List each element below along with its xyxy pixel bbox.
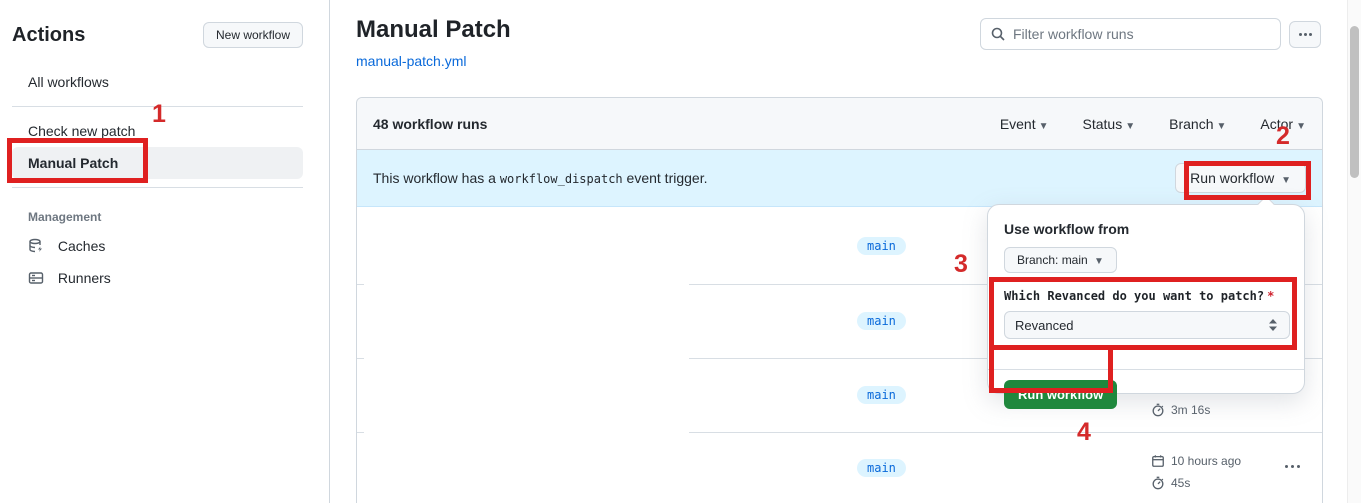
run-row-kebab-button[interactable] <box>1285 465 1300 468</box>
branch-badge[interactable]: main <box>857 386 906 404</box>
sidebar-item-manual-patch[interactable]: Manual Patch <box>7 147 303 179</box>
run-time-ago: 10 hours ago <box>1171 454 1242 468</box>
active-indicator-bar <box>7 153 11 173</box>
run-duration: 45s <box>1171 476 1191 490</box>
status-filter-dropdown[interactable]: Status▼ <box>1082 115 1136 132</box>
code-workflow-dispatch: workflow_dispatch <box>499 172 623 186</box>
updown-chevrons-icon <box>1267 318 1279 332</box>
branch-badge[interactable]: main <box>857 236 906 255</box>
vertical-scrollbar <box>1347 0 1361 503</box>
sidebar-item-all-workflows[interactable]: All workflows <box>12 66 303 98</box>
runners-icon <box>28 270 44 286</box>
select-value: Revanced <box>1015 317 1074 333</box>
sidebar-item-label: Manual Patch <box>28 155 119 171</box>
more-options-button[interactable] <box>1289 21 1321 48</box>
chevron-down-icon: ▼ <box>1125 120 1136 132</box>
run-workflow-popup: Use workflow from Branch: main ▼ Which R… <box>987 195 1305 409</box>
kebab-icon <box>1285 465 1288 468</box>
required-asterisk: * <box>1267 289 1275 303</box>
branch-filter-dropdown[interactable]: Branch▼ <box>1169 115 1227 132</box>
annotation-number-4: 4 <box>1077 418 1091 446</box>
chevron-down-icon: ▼ <box>1296 120 1306 132</box>
sidebar-item-label: Runners <box>57 270 111 286</box>
workflow-dispatch-banner: This workflow has a workflow_dispatch ev… <box>357 150 1322 207</box>
management-section-label: Management <box>28 210 102 224</box>
banner-text: This workflow has a workflow_dispatch ev… <box>373 170 708 186</box>
workflow-run-row[interactable]: main 10 hours ago 45 <box>357 432 1322 503</box>
event-filter-dropdown[interactable]: Event▼ <box>999 115 1049 132</box>
annotation-number-3: 3 <box>954 250 968 278</box>
sidebar-title: Actions <box>12 23 86 46</box>
annotation-number-2: 2 <box>1276 122 1290 150</box>
divider <box>12 106 303 107</box>
chevron-down-icon: ▼ <box>1281 175 1291 186</box>
new-workflow-button[interactable]: New workflow <box>202 22 303 48</box>
sidebar-item-label: Caches <box>57 238 106 254</box>
workflow-run-row[interactable]: main <box>357 207 1322 284</box>
sidebar-item-runners[interactable]: Runners <box>12 262 303 294</box>
page-title: Manual Patch <box>356 16 511 43</box>
sidebar-item-caches[interactable]: Caches <box>12 230 303 262</box>
chevron-down-icon: ▼ <box>1094 256 1104 267</box>
annotation-number-1: 1 <box>152 100 166 128</box>
actor-filter-dropdown[interactable]: Actor▼ <box>1260 115 1306 132</box>
table-header-row: 48 workflow runs Event▼ Status▼ Branch▼ … <box>357 98 1322 150</box>
calendar-icon <box>1151 454 1165 468</box>
branch-badge[interactable]: main <box>857 458 906 477</box>
workflow-file-link[interactable]: manual-patch.yml <box>356 53 467 69</box>
branch-select-button[interactable]: Branch: main ▼ <box>1004 247 1117 273</box>
scrollbar-thumb[interactable] <box>1350 26 1359 178</box>
run-workflow-dropdown-button[interactable]: Run workflow ▼ <box>1175 163 1306 193</box>
stopwatch-icon <box>1151 476 1165 490</box>
filter-workflow-runs-input[interactable] <box>980 18 1281 50</box>
sidebar-item-label: All workflows <box>28 74 109 90</box>
branch-badge[interactable]: main <box>857 312 906 330</box>
search-icon <box>990 26 1006 42</box>
sidebar-item-check-new-patch[interactable]: Check new patch <box>12 115 303 147</box>
run-workflow-submit-button[interactable]: Run workflow <box>1004 380 1118 409</box>
cache-icon <box>28 238 44 254</box>
kebab-icon <box>1298 33 1302 36</box>
stopwatch-icon <box>1151 403 1165 417</box>
use-workflow-from-label: Use workflow from <box>1004 221 1130 237</box>
revanced-select[interactable]: Revanced <box>1004 311 1290 339</box>
sidebar-item-label: Check new patch <box>28 123 136 139</box>
chevron-down-icon: ▼ <box>1216 120 1227 132</box>
run-duration: 3m 16s <box>1171 403 1211 417</box>
divider <box>12 187 303 188</box>
actions-sidebar: Actions New workflow All workflows Check… <box>0 0 330 503</box>
runs-count: 48 workflow runs <box>373 115 488 132</box>
chevron-down-icon: ▼ <box>1038 120 1049 132</box>
workflow-input-label: Which Revanced do you want to patch?* <box>1004 289 1275 303</box>
